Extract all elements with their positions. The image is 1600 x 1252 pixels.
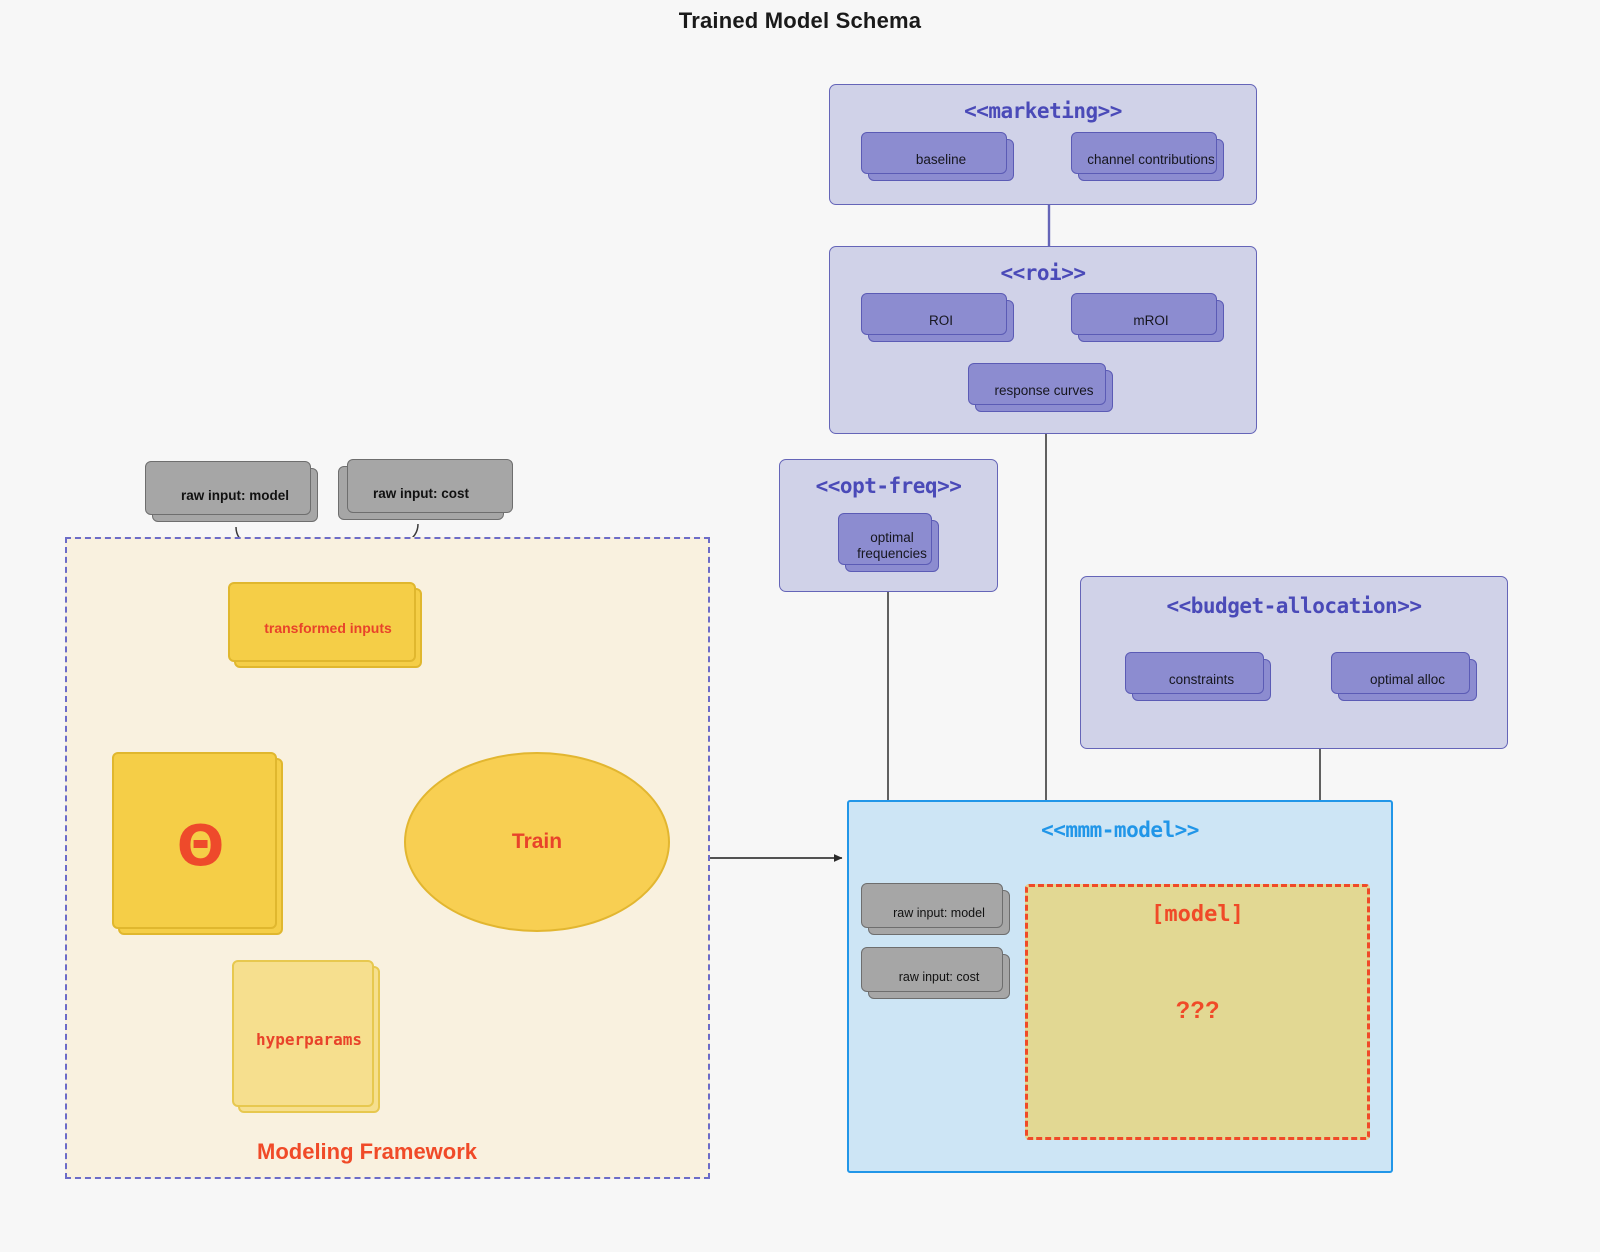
- cluster-mmm-model-title: <<mmm-model>>: [1041, 818, 1199, 842]
- card-stack-shadow: [1071, 132, 1217, 174]
- card-mroi[interactable]: mROI: [1071, 293, 1224, 342]
- card-constraints[interactable]: constraints: [1125, 652, 1271, 701]
- card-label: raw input: model: [893, 905, 985, 920]
- cluster-marketing-title: <<marketing>>: [964, 99, 1122, 123]
- card-label: constraints: [1168, 672, 1235, 688]
- cluster-roi-title: <<roi>>: [1000, 261, 1086, 285]
- card-label: ROI: [928, 313, 953, 329]
- card-theta[interactable]: Θ: [112, 752, 283, 935]
- card-stack-shadow: [1331, 652, 1470, 694]
- card-label: mROI: [1133, 313, 1169, 329]
- card-optimal-frequencies[interactable]: optimal frequencies: [838, 513, 939, 572]
- card-stack-shadow: [228, 582, 416, 662]
- card-stack-shadow: [861, 947, 1003, 992]
- card-label: response curves: [994, 383, 1094, 399]
- card-stack-shadow: [347, 459, 513, 513]
- card-hyperparams[interactable]: hyperparams: [232, 960, 380, 1113]
- card-label: optimal alloc: [1369, 672, 1446, 688]
- card-roi[interactable]: ROI: [861, 293, 1014, 342]
- card-stack-shadow: [861, 293, 1007, 335]
- card-label-line1: optimal: [870, 530, 914, 546]
- card-stack-shadow: [861, 132, 1007, 174]
- card-stack-shadow: [112, 752, 277, 929]
- cluster-opt-freq-title: <<opt-freq>>: [815, 474, 962, 498]
- card-baseline[interactable]: baseline: [861, 132, 1014, 181]
- card-label: baseline: [915, 152, 967, 168]
- card-label: raw input: cost: [898, 969, 980, 984]
- card-stack-shadow: [1071, 293, 1217, 335]
- theta-symbol: Θ: [176, 813, 225, 879]
- card-stack-shadow: [838, 513, 932, 565]
- card-stack-shadow: [968, 363, 1106, 405]
- card-channel-contributions[interactable]: channel contributions: [1071, 132, 1224, 181]
- card-label: transformed inputs: [264, 620, 392, 636]
- card-mmm-raw-input-cost[interactable]: raw input: cost: [861, 947, 1010, 999]
- card-label-line2: frequencies: [857, 546, 927, 561]
- card-label: channel contributions: [1087, 152, 1215, 168]
- card-stack-shadow: [232, 960, 374, 1107]
- card-label: raw input: cost: [372, 485, 469, 501]
- card-stack-shadow: [1125, 652, 1264, 694]
- model-label: [model]: [1151, 902, 1244, 927]
- card-label: raw input: model: [181, 487, 289, 503]
- card-response-curves[interactable]: response curves: [968, 363, 1113, 412]
- card-label: hyperparams: [256, 1030, 362, 1049]
- modeling-framework-label: Modeling Framework: [257, 1139, 478, 1164]
- card-stack-shadow: [145, 461, 311, 515]
- card-raw-input-cost[interactable]: raw input: cost: [338, 459, 513, 520]
- train-label: Train: [511, 830, 563, 853]
- card-optimal-alloc[interactable]: optimal alloc: [1331, 652, 1477, 701]
- card-mmm-raw-input-model[interactable]: raw input: model: [861, 883, 1010, 935]
- model-placeholder-box[interactable]: [model] ???: [1025, 884, 1370, 1140]
- page-title: Trained Model Schema: [678, 8, 922, 33]
- cluster-budget-allocation-title: <<budget-allocation>>: [1166, 594, 1422, 618]
- card-transformed-inputs[interactable]: transformed inputs: [228, 582, 422, 668]
- model-unknown-label: ???: [1175, 997, 1220, 1024]
- card-raw-input-model[interactable]: raw input: model: [145, 461, 318, 522]
- card-stack-shadow: [861, 883, 1003, 928]
- train-node[interactable]: Train: [404, 752, 670, 932]
